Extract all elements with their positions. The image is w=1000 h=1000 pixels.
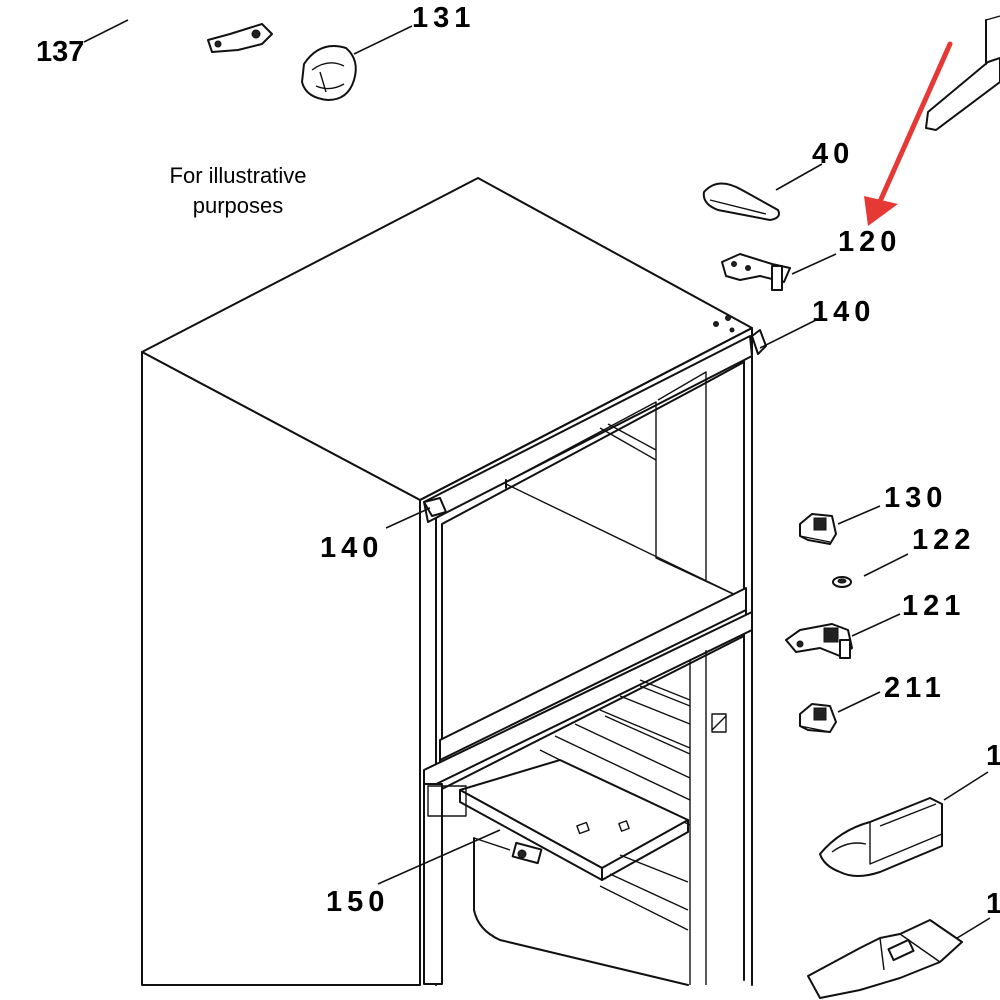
label-part-140-left: 140 bbox=[320, 532, 384, 564]
label-part-211: 211 bbox=[884, 672, 946, 704]
label-part-137: 137 bbox=[36, 36, 85, 68]
part-121-hinge bbox=[785, 623, 853, 659]
label-part-122: 122 bbox=[912, 524, 976, 556]
part-131-bracket bbox=[301, 45, 357, 101]
part-137-clip bbox=[207, 23, 273, 53]
part-211-stop bbox=[799, 703, 837, 733]
note-line-2: purposes bbox=[192, 193, 284, 218]
label-part-1-lower: 1 bbox=[986, 888, 1000, 920]
label-part-120: 120 bbox=[838, 226, 902, 258]
label-part-131: 131 bbox=[412, 2, 476, 34]
part-lower-hinge bbox=[819, 797, 943, 877]
highlight-arrow bbox=[864, 41, 953, 226]
label-part-140-top: 140 bbox=[812, 296, 876, 328]
refrigerator-cabinet bbox=[141, 177, 767, 986]
label-part-150: 150 bbox=[326, 886, 390, 918]
part-120-hinge bbox=[721, 253, 791, 291]
note-line-1: For illustrative bbox=[169, 163, 307, 188]
label-part-130: 130 bbox=[884, 482, 948, 514]
label-part-40: 40 bbox=[812, 138, 855, 170]
label-part-121: 121 bbox=[902, 590, 966, 622]
label-part-1-upper: 1 bbox=[986, 740, 1000, 772]
door-edge-top bbox=[925, 15, 1000, 131]
part-40-hinge-cover bbox=[702, 182, 780, 221]
part-122-washer bbox=[832, 576, 852, 588]
part-130-stop bbox=[799, 513, 837, 545]
illustrative-note: For illustrative purposes bbox=[118, 161, 358, 221]
part-leveling-bracket bbox=[807, 919, 963, 999]
